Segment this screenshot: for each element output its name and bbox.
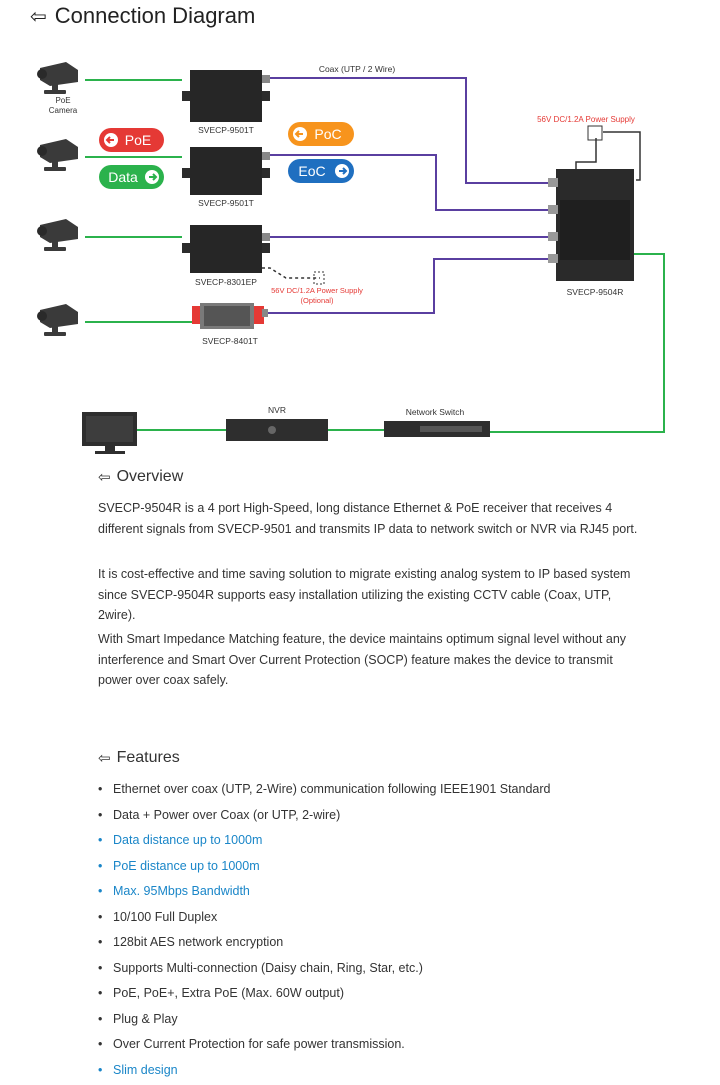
bullet-icon: • <box>98 1060 113 1080</box>
camera-icon <box>37 139 78 171</box>
bullet-icon: • <box>98 805 113 825</box>
receiver-device <box>548 169 634 281</box>
svg-text:Data: Data <box>108 169 138 185</box>
svg-text:PoC: PoC <box>314 126 341 142</box>
features-list: •Ethernet over coax (UTP, 2-Wire) commun… <box>98 779 658 1085</box>
feature-item: •Max. 95Mbps Bandwidth <box>98 881 658 907</box>
device-label: SVECP-8401T <box>202 336 258 346</box>
power-supply-optional-label: 56V DC/1.2A Power Supply <box>271 286 363 295</box>
overview-title-text: Overview <box>117 468 184 486</box>
bullet-icon: • <box>98 983 113 1003</box>
bullet-icon: • <box>98 881 113 901</box>
bullet-icon: • <box>98 932 113 952</box>
overview-title: ⇦ Overview <box>98 468 183 486</box>
bullet-icon: • <box>98 856 113 876</box>
transmitter-device <box>182 225 270 273</box>
transmitter-device <box>192 303 268 329</box>
poe-badge: PoE <box>99 128 164 152</box>
feature-text: PoE, PoE+, Extra PoE (Max. 60W output) <box>113 983 344 1003</box>
svg-text:PoE: PoE <box>125 132 151 148</box>
bullet-icon: • <box>98 830 113 850</box>
feature-item: •Supports Multi-connection (Daisy chain,… <box>98 958 658 984</box>
coax-cables <box>268 78 556 313</box>
poe-camera-label: PoE <box>55 96 70 105</box>
feature-item: •10/100 Full Duplex <box>98 907 658 933</box>
data-badge: Data <box>99 165 164 189</box>
features-title: ⇦ Features <box>98 749 180 767</box>
connection-diagram: PoE Camera SVECP-9501T SVECP-9501T SVECP… <box>0 0 720 460</box>
feature-text: Over Current Protection for safe power t… <box>113 1034 405 1054</box>
feature-item: •Data + Power over Coax (or UTP, 2-wire) <box>98 805 658 831</box>
power-plug-icon <box>588 126 602 140</box>
monitor-icon <box>82 412 137 454</box>
feature-item: •Slim design <box>98 1060 658 1085</box>
back-arrow-icon: ⇦ <box>98 468 111 486</box>
feature-item: •PoE distance up to 1000m <box>98 856 658 882</box>
overview-paragraph: SVECP-9504R is a 4 port High-Speed, long… <box>98 498 638 539</box>
bullet-icon: • <box>98 1034 113 1054</box>
svg-text:EoC: EoC <box>298 163 325 179</box>
coax-label: Coax (UTP / 2 Wire) <box>319 64 396 74</box>
feature-text: Ethernet over coax (UTP, 2-Wire) communi… <box>113 779 550 799</box>
feature-item: •Data distance up to 1000m <box>98 830 658 856</box>
feature-item: •Plug & Play <box>98 1009 658 1035</box>
features-title-text: Features <box>117 749 180 767</box>
overview-paragraph: With Smart Impedance Matching feature, t… <box>98 629 638 691</box>
feature-text: 128bit AES network encryption <box>113 932 283 952</box>
feature-text: PoE distance up to 1000m <box>113 856 260 876</box>
bullet-icon: • <box>98 958 113 978</box>
feature-text: Plug & Play <box>113 1009 178 1029</box>
poc-badge: PoC <box>288 122 354 146</box>
feature-text: Data distance up to 1000m <box>113 830 262 850</box>
bullet-icon: • <box>98 907 113 927</box>
feature-text: Slim design <box>113 1060 178 1080</box>
nvr-label: NVR <box>268 405 286 415</box>
device-label: SVECP-9501T <box>198 198 254 208</box>
network-switch-device <box>384 421 490 437</box>
power-supply-optional-note: (Optional) <box>301 296 334 305</box>
back-arrow-icon: ⇦ <box>98 749 111 767</box>
bullet-icon: • <box>98 1009 113 1029</box>
device-label: SVECP-8301EP <box>195 277 257 287</box>
camera-icon <box>37 62 78 94</box>
camera-icon <box>37 304 78 336</box>
power-supply-label: 56V DC/1.2A Power Supply <box>537 115 635 124</box>
nvr-device <box>226 419 328 441</box>
feature-item: •Over Current Protection for safe power … <box>98 1034 658 1060</box>
feature-item: •PoE, PoE+, Extra PoE (Max. 60W output) <box>98 983 658 1009</box>
overview-paragraph: It is cost-effective and time saving sol… <box>98 564 638 626</box>
device-label: SVECP-9501T <box>198 125 254 135</box>
eoc-badge: EoC <box>288 159 354 183</box>
feature-text: Supports Multi-connection (Daisy chain, … <box>113 958 423 978</box>
feature-item: •Ethernet over coax (UTP, 2-Wire) commun… <box>98 779 658 805</box>
feature-text: Max. 95Mbps Bandwidth <box>113 881 250 901</box>
feature-text: 10/100 Full Duplex <box>113 907 217 927</box>
feature-item: •128bit AES network encryption <box>98 932 658 958</box>
transmitter-device <box>182 70 270 122</box>
transmitter-device <box>182 147 270 195</box>
feature-text: Data + Power over Coax (or UTP, 2-wire) <box>113 805 340 825</box>
camera-icon <box>37 219 78 251</box>
bullet-icon: • <box>98 779 113 799</box>
poe-camera-label: Camera <box>49 106 78 115</box>
device-label: SVECP-9504R <box>567 287 624 297</box>
network-switch-label: Network Switch <box>406 407 465 417</box>
